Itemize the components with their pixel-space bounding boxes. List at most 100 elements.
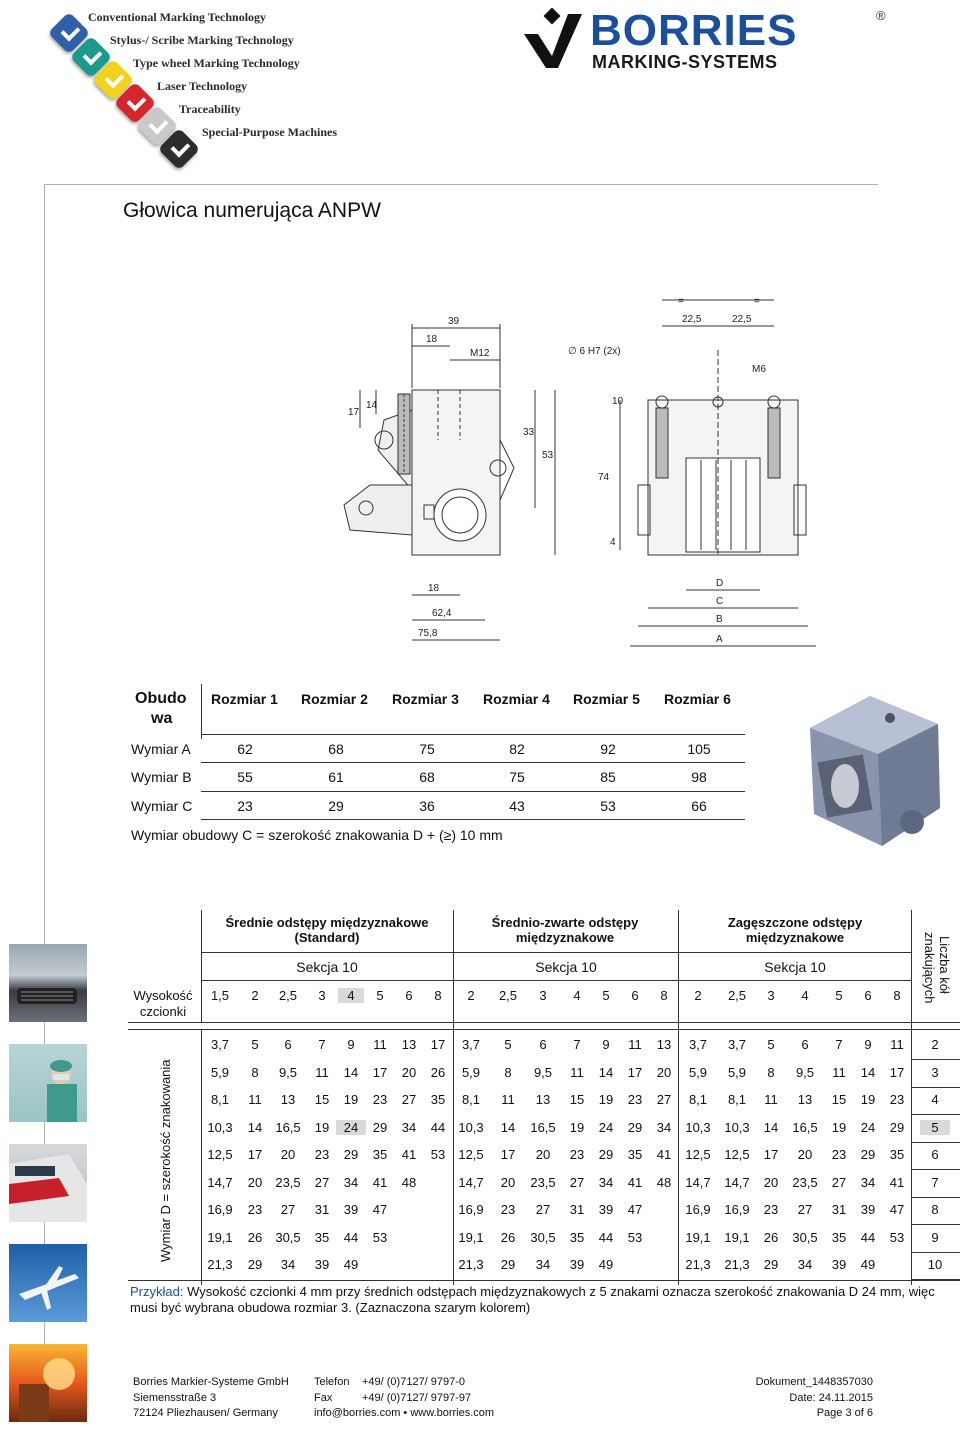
table-cell: 30,5: [530, 1229, 556, 1245]
table-cell: 21,3: [207, 1257, 233, 1272]
size-col-5: Rozmiar 5: [573, 691, 640, 707]
table-cell: 14: [598, 1064, 614, 1080]
table-cell: 10,3: [458, 1119, 484, 1135]
table-cell: 20: [763, 1174, 779, 1190]
footer-date: Date: 24.11.2015: [789, 1391, 873, 1404]
table-cell: 27: [831, 1174, 847, 1190]
dim-39: 39: [448, 316, 460, 327]
dim-b: B: [716, 614, 723, 625]
table-cell: 29: [763, 1257, 779, 1272]
table-cell: 19: [860, 1092, 876, 1107]
row-count: 6: [931, 1147, 939, 1162]
size-b-4: 75: [509, 769, 525, 785]
font-height-cell: 6: [631, 988, 639, 1003]
tech-item-traceability[interactable]: Traceability: [179, 102, 241, 116]
table-cell: 27: [280, 1202, 296, 1217]
table-cell: 39: [598, 1202, 614, 1217]
table-cell: 30,5: [275, 1229, 301, 1245]
table-cell: 26: [763, 1229, 779, 1245]
footer-phone[interactable]: +49/ (0)7127/ 9797-0: [362, 1376, 466, 1388]
table-cell: 12,5: [207, 1147, 233, 1162]
dim-22-5-right: 22,5: [732, 314, 752, 325]
table-cell: 20: [797, 1147, 813, 1162]
table-cell: 44: [598, 1229, 614, 1245]
technology-list: Conventional Marking Technology Stylus-/…: [44, 6, 364, 176]
side-photo-medical: [9, 1044, 87, 1122]
dim-74: 74: [598, 472, 610, 483]
footer-page-number: Page 3 of 6: [816, 1407, 873, 1419]
table-cell: 30,5: [792, 1229, 818, 1245]
table-cell: 23: [247, 1202, 263, 1217]
table-cell: 23: [314, 1147, 330, 1162]
footer-web-link[interactable]: info@borries.com • www.borries.com: [314, 1407, 495, 1419]
size-row-c-label: Wymiar C: [131, 798, 193, 814]
table-cell: 27: [797, 1202, 813, 1217]
table-cell: 8,1: [688, 1092, 708, 1107]
font-height-cell: 4: [338, 988, 364, 1003]
size-a-4: 82: [509, 741, 525, 757]
tech-item-typewheel[interactable]: Type wheel Marking Technology: [133, 56, 300, 70]
table-cell: 6: [539, 1037, 547, 1052]
size-a-2: 68: [328, 741, 344, 757]
header-divider: [44, 184, 878, 185]
tech-item-stylus[interactable]: Stylus-/ Scribe Marking Technology: [110, 33, 294, 47]
font-height-cell: 6: [405, 988, 413, 1003]
table-cell: 3,7: [461, 1037, 481, 1052]
size-b-3: 68: [419, 769, 435, 785]
table-cell: 27: [569, 1174, 585, 1190]
tech-item-conventional[interactable]: Conventional Marking Technology: [88, 10, 267, 24]
table-cell: 9,5: [795, 1064, 815, 1080]
row-divider: [911, 1141, 960, 1143]
font-height-cell: 5: [602, 988, 610, 1003]
rows-axis-label: Wymiar D = szerokość znakowania: [158, 1059, 173, 1262]
table-cell: 35: [372, 1147, 388, 1162]
table-cell: 48: [656, 1174, 672, 1190]
table-cell: 27: [401, 1092, 417, 1107]
row-divider: [911, 1086, 960, 1088]
table-cell: 5,9: [727, 1064, 747, 1080]
technical-drawing: 39 18 M12 17 14 33 53 18 62,4 75,8 = = 2…: [343, 296, 816, 647]
font-height-cell: 8: [434, 988, 442, 1003]
table-cell: 31: [831, 1202, 847, 1217]
brand-logo[interactable]: BORRIES ® MARKING-SYSTEMS: [520, 6, 900, 76]
row-divider: [911, 1059, 960, 1060]
table-cell: 10,3: [685, 1119, 711, 1135]
table-cell: 5,9: [688, 1064, 708, 1080]
side-photo-car: [9, 944, 87, 1022]
dim-m12: M12: [470, 348, 490, 359]
table-cell: 10,3: [207, 1119, 233, 1135]
brand-subtitle: MARKING-SYSTEMS: [592, 52, 778, 72]
table-cell: 19: [831, 1119, 847, 1135]
table-cell: 44: [343, 1229, 359, 1245]
table-cell: 35: [889, 1147, 905, 1162]
dim-53: 53: [542, 450, 554, 461]
size-a-1: 62: [237, 741, 253, 757]
table-cell: 14,7: [207, 1174, 233, 1190]
footer-contact-values: +49/ (0)7127/ 9797-0 +49/ (0)7127/ 9797-…: [362, 1375, 471, 1406]
row-count: 7: [931, 1174, 939, 1190]
table-cell: 14,7: [724, 1174, 750, 1190]
table-cell: 35: [831, 1229, 847, 1245]
group-2-section: Sekcja 10: [535, 959, 597, 975]
tech-item-laser[interactable]: Laser Technology: [157, 79, 248, 93]
footer-contact-labels: Telefon Fax: [314, 1375, 349, 1406]
table-cell: 41: [372, 1174, 388, 1190]
table-cell: 27: [314, 1174, 330, 1190]
example-note: Przykład: Wysokość czcionki 4 mm przy śr…: [130, 1284, 950, 1316]
tech-item-special-machines[interactable]: Special-Purpose Machines: [202, 125, 337, 139]
font-height-cell: 2: [694, 988, 702, 1003]
table-cell: 8,1: [461, 1092, 481, 1107]
table-cell: 47: [627, 1202, 643, 1217]
footer-doc-id: Dokument_1448357030: [755, 1376, 873, 1388]
size-c-2: 29: [328, 798, 344, 814]
table-cell: 6: [801, 1037, 809, 1052]
row-divider: [911, 1224, 960, 1225]
table-cell: 23: [372, 1092, 388, 1107]
table-cell: 41: [627, 1174, 643, 1190]
table-cell: 20: [280, 1147, 296, 1162]
table-cell: 8: [504, 1064, 512, 1080]
table-cell: 11: [890, 1037, 904, 1052]
dim-22-5-left: 22,5: [682, 314, 702, 325]
size-c-6: 66: [691, 798, 707, 814]
table-cell: 44: [430, 1119, 446, 1135]
